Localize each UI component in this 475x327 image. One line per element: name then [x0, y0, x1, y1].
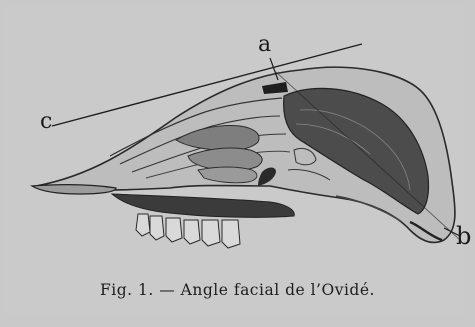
figure-label-c: c	[40, 111, 52, 133]
figure-label-b: b	[456, 224, 471, 248]
figure-label-a: a	[258, 34, 271, 56]
molars	[136, 214, 240, 248]
figure-caption: Fig. 1. — Angle facial de l’Ovidé.	[0, 281, 475, 299]
